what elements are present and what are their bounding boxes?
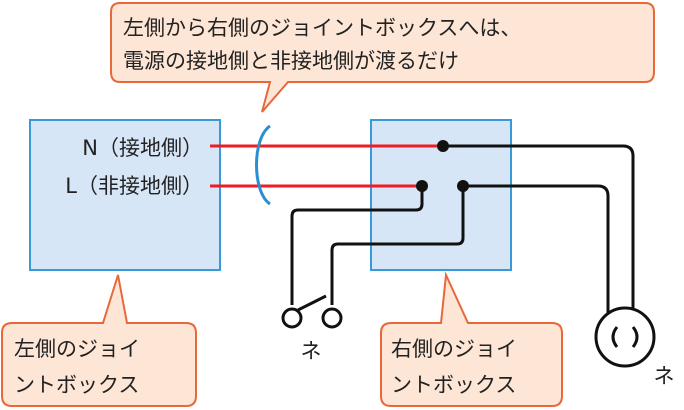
- lamp-right-arc: [631, 326, 639, 348]
- callout-top-line1: 左側から右側のジョイントボックスへは、: [123, 16, 521, 40]
- switch-terminal-right: [321, 307, 343, 329]
- callout-left: 左側のジョイ ントボックス: [1, 274, 197, 407]
- lamp-return-wire: [463, 184, 610, 318]
- callout-right-shape: [380, 271, 563, 407]
- n-to-lamp-wire: [443, 144, 635, 318]
- lamp-left-arc: [611, 326, 619, 348]
- callout-right-line1: 右側のジョイ: [391, 337, 517, 361]
- l-to-switch-wire: [290, 186, 424, 305]
- callout-left-line2: ントボックス: [14, 373, 139, 397]
- left-junction-box: [29, 119, 221, 271]
- callout-top-line2: 電源の接地側と非接地側が渡るだけ: [123, 49, 459, 73]
- n-grounded-label: N（接地側）: [82, 136, 203, 160]
- switch-label: ネ: [301, 339, 322, 363]
- lamp-symbol: [594, 306, 656, 368]
- return-junction-dot: [457, 180, 469, 192]
- l-junction-dot: [416, 180, 428, 192]
- black-wiring: [290, 144, 635, 318]
- lamp-outer-circle: [594, 306, 656, 368]
- callout-left-shape: [1, 274, 197, 407]
- switch-return-wire: [330, 186, 465, 305]
- callout-left-line1: 左側のジョイ: [14, 337, 140, 361]
- wire-bundle-bracket: [255, 124, 271, 206]
- callout-top: 左側から右側のジョイントボックスへは、 電源の接地側と非接地側が渡るだけ: [110, 2, 655, 113]
- switch-terminal-left: [281, 307, 303, 329]
- l-ungrounded-label: L（非接地側）: [65, 174, 203, 198]
- lamp-label: ネ: [654, 364, 675, 388]
- callout-right-line2: ントボックス: [391, 373, 516, 397]
- switch-lever: [297, 294, 327, 312]
- callout-right: 右側のジョイ ントボックス: [380, 271, 563, 407]
- callout-top-shape: [110, 2, 655, 113]
- n-junction-dot: [437, 140, 449, 152]
- switch: [281, 294, 343, 329]
